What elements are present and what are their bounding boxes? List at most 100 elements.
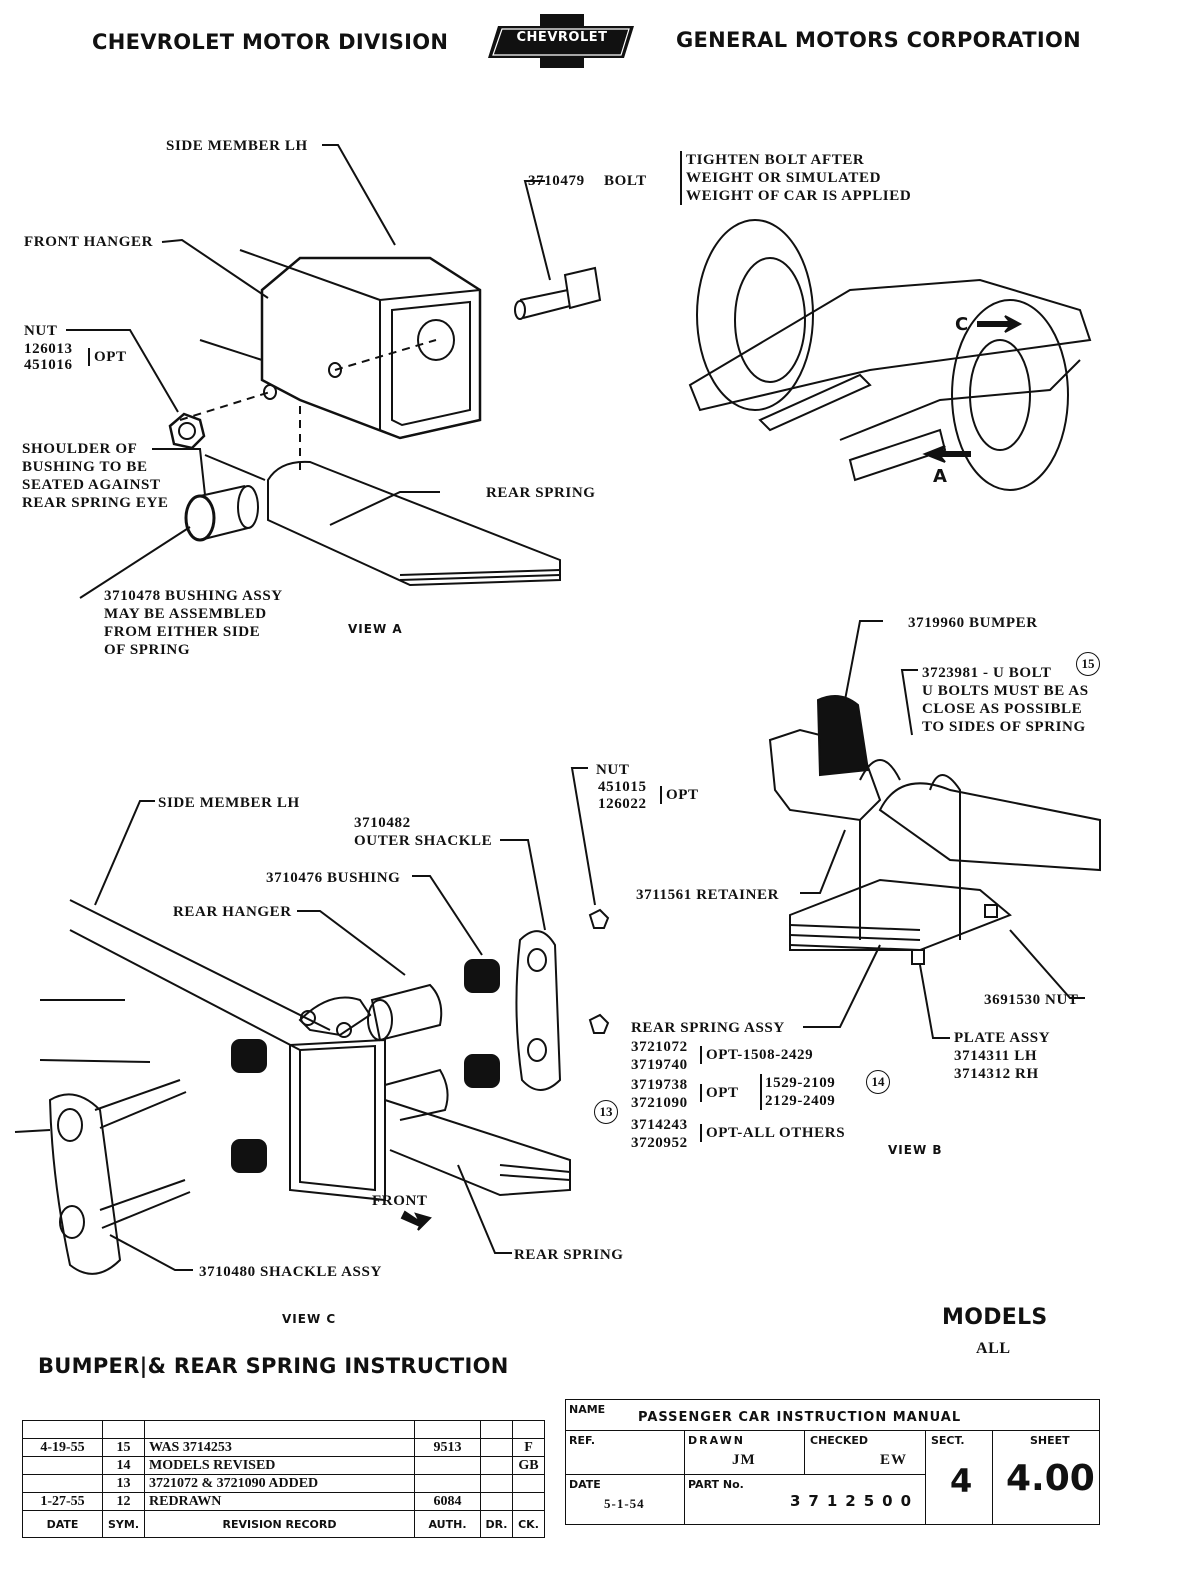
date-label: DATE xyxy=(569,1478,601,1491)
label-nut-c-title: NUT xyxy=(596,762,630,778)
label-rear-spring-a: REAR SPRING xyxy=(486,485,596,501)
spring-group-2-ranges: 1529-2109 2129-2409 xyxy=(760,1074,835,1110)
label-bolt: BOLT xyxy=(604,173,647,189)
label-rear-spring-c: REAR SPRING xyxy=(514,1247,624,1263)
label-nut-a-part-1: 126013 xyxy=(24,341,73,357)
label-nut-b: 3691530 NUT xyxy=(984,992,1079,1008)
spring-group-2-part-1: 3719738 xyxy=(631,1077,688,1093)
label-side-member-lh-a: SIDE MEMBER LH xyxy=(166,138,308,154)
nut-drawing xyxy=(168,412,206,450)
spring-group-1-opt: OPT-1508-2429 xyxy=(700,1046,813,1064)
label-front-hanger: FRONT HANGER xyxy=(24,234,154,250)
rev-ck xyxy=(512,1492,545,1511)
spring-group-3-part-2: 3720952 xyxy=(631,1135,688,1151)
plate-assy-part-rh: 3714312 RH xyxy=(954,1066,1039,1082)
ref-label: REF. xyxy=(569,1434,596,1447)
sheet-label: SHEET xyxy=(1030,1434,1070,1447)
rev-auth: 9513 xyxy=(414,1438,481,1457)
rev-record: REDRAWN xyxy=(144,1492,415,1511)
shoulder-note-line-3: SEATED AGAINST xyxy=(22,477,161,493)
rev-dr xyxy=(480,1492,513,1511)
spring-group-2: 3719738 3721090 xyxy=(631,1076,688,1112)
spring-group-2-range-1: 1529-2109 xyxy=(765,1075,836,1091)
bushing-note-line-4: OF SPRING xyxy=(104,642,191,658)
rev-dr xyxy=(480,1474,513,1493)
header-date: DATE xyxy=(22,1510,103,1538)
label-nut-c-opt: OPT xyxy=(660,786,699,804)
rev-cell xyxy=(480,1420,513,1439)
arrow-c-label: C xyxy=(955,314,968,335)
part-cell xyxy=(684,1474,926,1525)
rev-auth xyxy=(414,1456,481,1475)
label-front: FRONT xyxy=(372,1193,428,1209)
part-value: 3712500 xyxy=(790,1492,920,1510)
outer-shackle-label: OUTER SHACKLE xyxy=(354,833,493,849)
view-b-drawing xyxy=(768,695,1101,965)
rev-cell xyxy=(414,1420,481,1439)
revision-circle-14: 14 xyxy=(866,1070,890,1094)
rev-sym: 14 xyxy=(102,1456,145,1475)
shoulder-note-line-1: SHOULDER OF xyxy=(22,441,138,457)
rev-record: 3721072 & 3721090 ADDED xyxy=(144,1474,415,1493)
rev-date xyxy=(22,1456,103,1475)
sect-value: 4 xyxy=(950,1462,973,1500)
spring-group-1: 3721072 3719740 xyxy=(631,1038,688,1074)
bolt-note-line-2: WEIGHT OR SIMULATED xyxy=(686,170,882,186)
models-title: MODELS xyxy=(942,1305,1048,1330)
front-hanger-drawing xyxy=(179,249,482,440)
drawn-label: DRAWN xyxy=(688,1434,745,1447)
rev-cell xyxy=(144,1420,415,1439)
chassis-overview-drawing xyxy=(688,219,1092,491)
label-rear-hanger: REAR HANGER xyxy=(173,904,292,920)
bushing-note-line-1: 3710478 BUSHING ASSY xyxy=(104,588,283,604)
spring-group-3-opt: OPT-ALL OTHERS xyxy=(700,1124,845,1142)
header-revision-record: REVISION RECORD xyxy=(144,1510,415,1538)
corporation-title: GENERAL MOTORS CORPORATION xyxy=(676,28,1081,52)
spring-group-2-range-2: 2129-2409 xyxy=(765,1093,836,1109)
bolt-drawing xyxy=(514,266,602,320)
view-c-drawing xyxy=(14,899,610,1275)
sheet-value: 4.00 xyxy=(1006,1458,1095,1499)
header-dr: DR. xyxy=(480,1510,513,1538)
page-title: BUMPER|& REAR SPRING INSTRUCTION xyxy=(38,1354,509,1378)
bolt-note: TIGHTEN BOLT AFTER WEIGHT OR SIMULATED W… xyxy=(680,151,911,205)
ubolt-note-line-3: TO SIDES OF SPRING xyxy=(922,719,1086,735)
spring-group-2-opt: OPT xyxy=(700,1084,739,1102)
bushing-drawing xyxy=(184,485,259,542)
rev-cell xyxy=(102,1420,145,1439)
bushing-note-line-3: FROM EITHER SIDE xyxy=(104,624,261,640)
drawn-value: JM xyxy=(732,1452,756,1468)
name-label: NAME xyxy=(569,1403,606,1416)
revision-circle-15: 15 xyxy=(1076,652,1100,676)
revision-circle-13: 13 xyxy=(594,1100,618,1124)
rev-sym: 12 xyxy=(102,1492,145,1511)
plate-assy: PLATE ASSY 3714311 LH 3714312 RH xyxy=(954,1029,1050,1083)
ubolt-note-line-1: U BOLTS MUST BE AS xyxy=(922,683,1089,699)
rear-spring-view-a-drawing xyxy=(267,400,561,587)
bolt-note-line-1: TIGHTEN BOLT AFTER xyxy=(686,152,865,168)
spring-group-2-part-2: 3721090 xyxy=(631,1095,688,1111)
rev-sym: 15 xyxy=(102,1438,145,1457)
rev-ck: GB xyxy=(512,1456,545,1475)
label-bumper: 3719960 BUMPER xyxy=(908,615,1038,631)
bolt-note-line-3: WEIGHT OF CAR IS APPLIED xyxy=(686,188,912,204)
shoulder-note: SHOULDER OF BUSHING TO BE SEATED AGAINST… xyxy=(22,440,169,512)
label-nut-a-title: NUT xyxy=(24,323,58,339)
rev-sym: 13 xyxy=(102,1474,145,1493)
outer-shackle-part: 3710482 xyxy=(354,815,411,831)
label-side-member-lh-c: SIDE MEMBER LH xyxy=(158,795,300,811)
rev-auth: 6084 xyxy=(414,1492,481,1511)
sect-label: SECT. xyxy=(931,1434,965,1447)
spring-group-1-part-1: 3721072 xyxy=(631,1039,688,1055)
rev-date: 1-27-55 xyxy=(22,1492,103,1511)
label-bolt-part: 3710479 xyxy=(528,173,585,189)
spring-group-3: 3714243 3720952 xyxy=(631,1116,688,1152)
ubolt-note: U BOLTS MUST BE AS CLOSE AS POSSIBLE TO … xyxy=(922,682,1089,736)
rev-record: MODELS REVISED xyxy=(144,1456,415,1475)
rev-auth xyxy=(414,1474,481,1493)
rev-cell xyxy=(512,1420,545,1439)
view-c-label: VIEW C xyxy=(282,1312,337,1326)
arrow-a-label: A xyxy=(933,466,947,487)
